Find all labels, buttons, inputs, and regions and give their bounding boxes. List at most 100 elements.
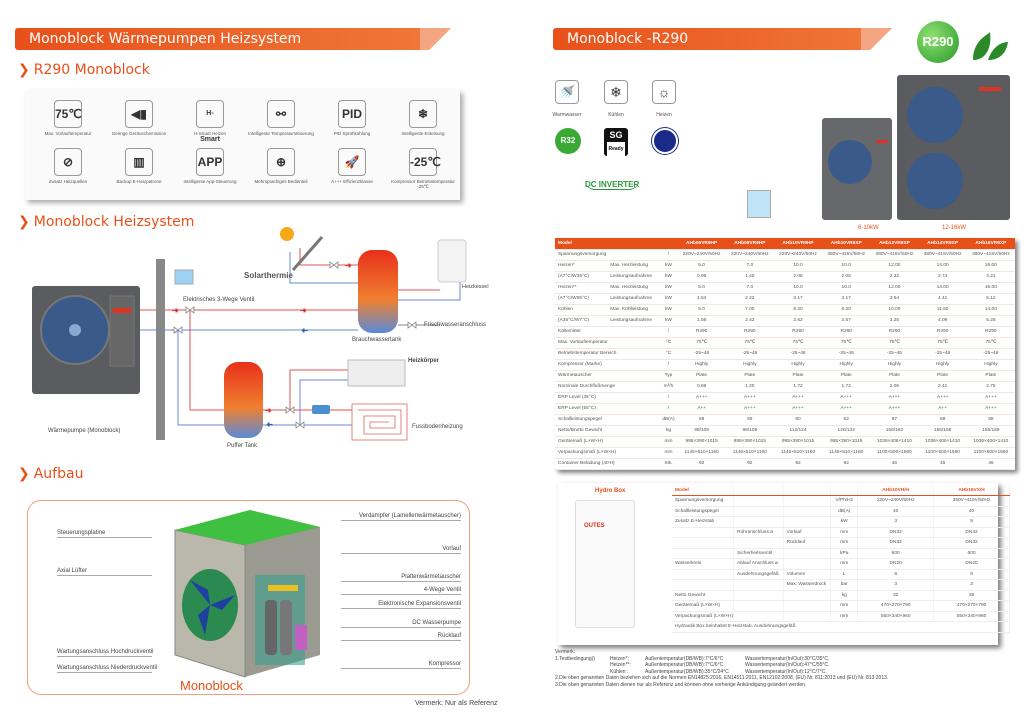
test-label bbox=[555, 669, 610, 676]
feature-icon: 🚀 bbox=[338, 148, 366, 176]
icon-label-kuehlen: Kühlen bbox=[608, 112, 624, 118]
test-value: Außentemperatur(DB/WB):7°C/6°C bbox=[645, 655, 724, 662]
spec-row: Betriebstemperatur Bereich°C-25~46-25~46… bbox=[555, 348, 1015, 360]
spec-cell: -25~46 bbox=[725, 348, 774, 360]
test-label bbox=[555, 662, 610, 669]
valve-icons bbox=[173, 261, 417, 429]
spec-cell: ERP Level (55°C) bbox=[555, 403, 660, 415]
spec-cell: 1036×406×1410 bbox=[870, 436, 919, 448]
spec-cell: Kältemittel bbox=[555, 326, 660, 338]
feature-icon: PID bbox=[338, 100, 366, 128]
hydro-cell: Wasserkreis bbox=[672, 558, 735, 570]
spec-cell: / bbox=[659, 249, 678, 261]
spec-cell: 58 bbox=[677, 414, 726, 426]
spec-cell: 3.21 bbox=[966, 271, 1015, 283]
hydro-cell: 40 bbox=[933, 506, 1010, 517]
spec-cell: 1.56 bbox=[677, 315, 726, 327]
spec-cell: 4.41 bbox=[918, 293, 967, 305]
hydro-header-cell: AHb10VH/H bbox=[857, 485, 935, 496]
spec-cell: A+++ bbox=[870, 403, 919, 415]
spec-cell: (A7°C/W55°C) bbox=[555, 293, 608, 305]
spec-cell: 8.20 bbox=[773, 304, 823, 316]
spec-cell: kW bbox=[659, 293, 678, 305]
hydro-cell bbox=[733, 495, 784, 507]
sg-text: SG bbox=[609, 130, 623, 140]
aufbau-label: Vorlauf bbox=[341, 546, 461, 554]
spec-cell: Netto/Brutto Gewicht bbox=[555, 425, 660, 437]
spec-cell: 2.74 bbox=[918, 271, 967, 283]
svg-text:➜: ➜ bbox=[172, 306, 179, 315]
test-value: Heizen*: bbox=[610, 655, 629, 662]
spec-cell: 75℃ bbox=[822, 337, 871, 349]
spec-cell: 75℃ bbox=[725, 337, 774, 349]
hydro-cell bbox=[672, 569, 735, 580]
hydro-cell: Gerätemaß (L×W×H) bbox=[672, 600, 735, 612]
hydro-cell: L bbox=[830, 569, 859, 580]
spec-cell: Highly bbox=[677, 359, 726, 371]
spec-cell: A+++ bbox=[918, 392, 967, 404]
spec-cell: 2.06 bbox=[870, 381, 919, 393]
spec-cell: 1145×510×1160 bbox=[725, 447, 774, 459]
spec-cell: 1100×500×1560 bbox=[870, 447, 919, 459]
spec-cell: A+++ bbox=[725, 392, 774, 404]
wired-controller-icon bbox=[747, 190, 771, 218]
hydro-cell: 8 bbox=[933, 569, 1010, 580]
hydro-cell: Rücklauf bbox=[783, 537, 832, 549]
test-value: Wassertemperatur(In/Out):30°C/35°C. bbox=[745, 655, 830, 662]
hydro-cell: 470×270×790 bbox=[857, 600, 935, 612]
hydro-cell bbox=[783, 590, 832, 601]
label-freshwater: Frischwasseranschluss bbox=[424, 322, 487, 328]
hydro-footer: Hydraulik Box beinhaltet E-Heizstab, Aus… bbox=[672, 621, 1010, 633]
feature-item: ❄Intelligente Enteisung bbox=[388, 100, 458, 136]
feature-icon: ◀▮ bbox=[125, 100, 153, 128]
hydro-cell bbox=[733, 611, 784, 622]
test-value: Außentemperatur(DB/WB):35°C/24°C bbox=[645, 668, 729, 675]
hydro-cell: 220V~240V/50Hz bbox=[857, 495, 935, 507]
aufbau-label: Kompressor bbox=[341, 661, 461, 669]
left-header-bar: Monoblock Wärmepumpen Heizsystem bbox=[15, 28, 460, 50]
spec-cell: Plate bbox=[773, 370, 823, 382]
left-footnote: Vermerk: Nur als Referenz bbox=[415, 700, 498, 707]
hydro-header-cell bbox=[783, 485, 832, 496]
spec-cell: Highly bbox=[918, 359, 967, 371]
spec-cell: 3.54 bbox=[870, 293, 919, 305]
spec-cell: A+++ bbox=[773, 392, 823, 404]
hydro-cell: kg bbox=[830, 590, 859, 601]
spec-cell: A+++ bbox=[725, 403, 774, 415]
header-decoration bbox=[861, 28, 901, 50]
spec-cell: 1036×406×1410 bbox=[918, 436, 967, 448]
spec-cell: Leistungsaufnahme bbox=[607, 271, 660, 283]
spec-cell: Verpackungsmaß (L×W×H) bbox=[555, 447, 660, 459]
heat-pump-small bbox=[822, 118, 892, 220]
spec-cell: Highly bbox=[822, 359, 871, 371]
spec-cell: Plate bbox=[918, 370, 967, 382]
spec-cell: / bbox=[659, 326, 678, 338]
aufbau-label: Verdampfer (Lamellenwärmetauscher) bbox=[341, 513, 461, 521]
spec-cell: Gerätemaß (L×W×H) bbox=[555, 436, 660, 448]
spec-cell: 12.00 bbox=[870, 282, 919, 294]
spec-cell: 14.00 bbox=[918, 282, 967, 294]
spec-cell: 10.0 bbox=[773, 260, 823, 272]
test-condition: Kühlen :Außentemperatur(DB/WB):35°C/24°C… bbox=[555, 669, 888, 676]
hydro-cell: Ausdehnungsgefäß bbox=[733, 569, 784, 580]
spec-cell: °C bbox=[659, 348, 678, 360]
radiator bbox=[347, 359, 406, 387]
spec-cell: Max. Heizleistung bbox=[607, 260, 660, 272]
aufbau-label: DC Wasserpumpe bbox=[341, 620, 461, 628]
spec-cell: kg bbox=[659, 425, 678, 437]
spec-cell: 3.17 bbox=[773, 293, 823, 305]
spec-cell: -25~46 bbox=[677, 348, 726, 360]
label-radiator: Heizkörper bbox=[408, 358, 440, 364]
right-header-title: Monoblock -R290 bbox=[567, 31, 689, 47]
heat-pump-unit bbox=[32, 286, 140, 394]
spec-header-cell: AHb10VR9XP bbox=[822, 238, 871, 250]
